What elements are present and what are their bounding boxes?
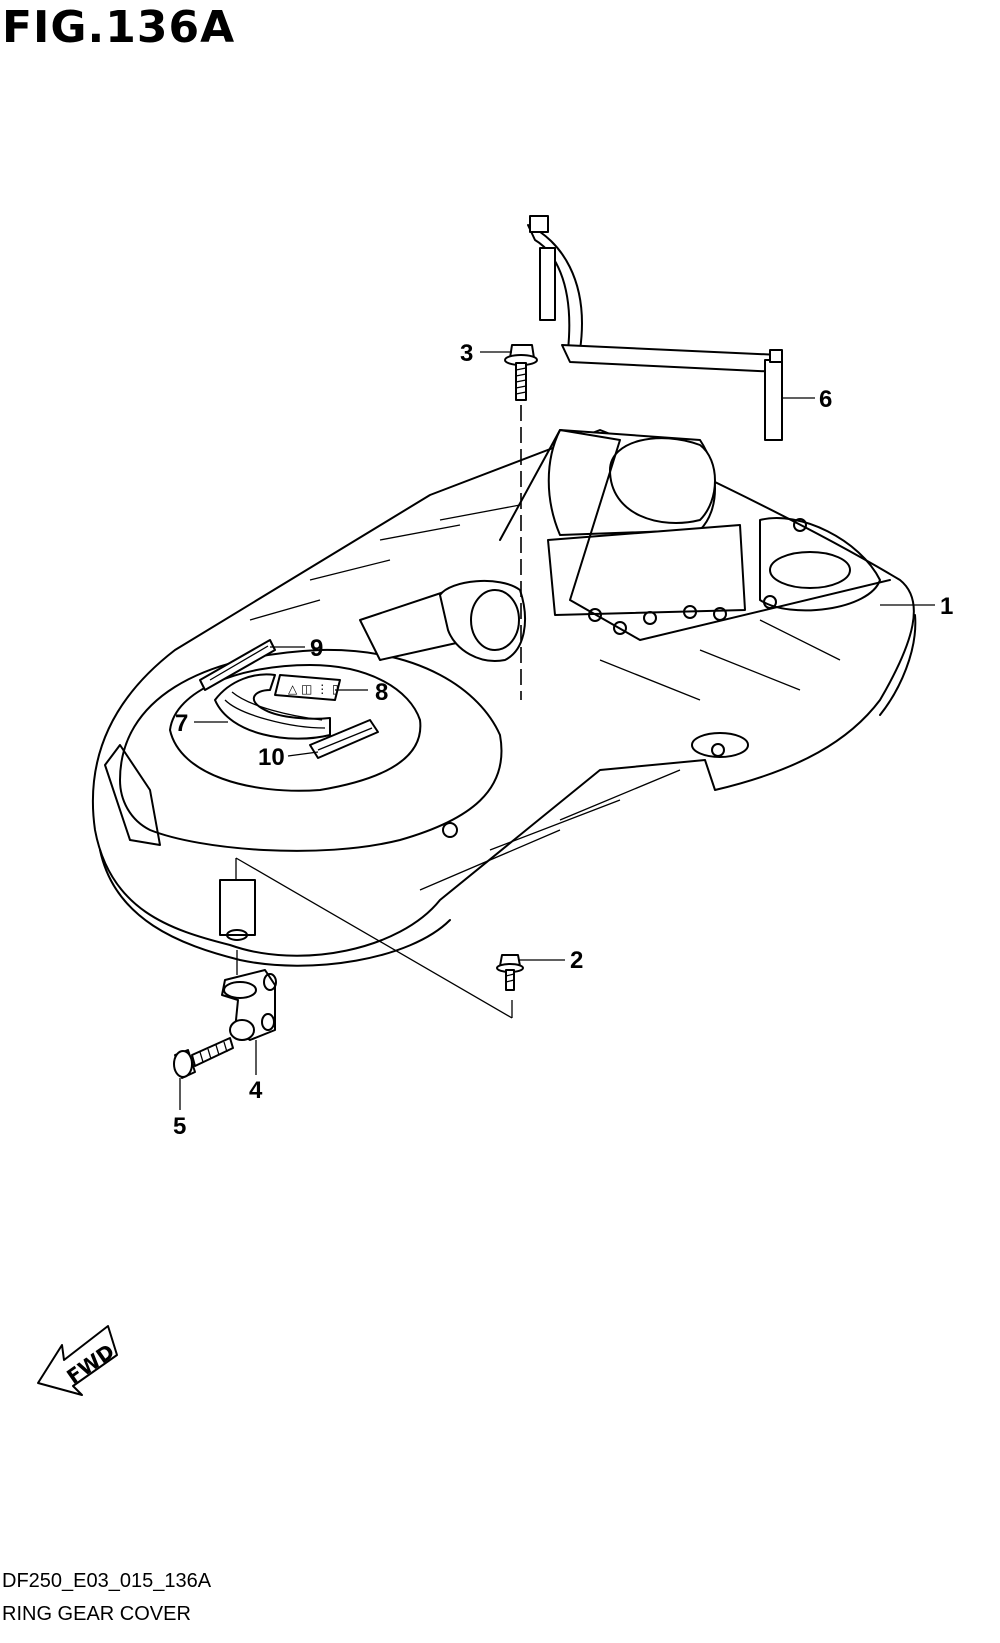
decal-7 (214, 673, 331, 740)
callout-3: 3 (460, 340, 473, 367)
mount-bracket-4 (221, 950, 277, 1041)
callout-7: 7 (175, 710, 188, 737)
leader-line-2 (235, 857, 513, 1019)
diagram-code: DF250_E03_015_136A (2, 1570, 212, 1592)
callout-8: 8 (375, 679, 388, 706)
bolt-3 (504, 344, 538, 401)
diagram-name: RING GEAR COVER (2, 1603, 191, 1625)
figure-title: FIG.136A (2, 2, 236, 53)
callout-leaders (179, 351, 935, 1110)
fwd-arrow-icon: FWD (37, 1325, 119, 1396)
decal-8: △ ◫ ⋮ ▯ (274, 674, 341, 701)
callout-5: 5 (173, 1113, 186, 1140)
callout-1: 1 (940, 593, 953, 620)
callout-4: 4 (249, 1077, 263, 1104)
callout-10: 10 (258, 744, 285, 771)
decal-9 (199, 639, 276, 691)
ring-gear-cover-part (91, 429, 917, 967)
callout-6: 6 (819, 386, 832, 413)
svg-text:△ ◫ ⋮ ▯: △ ◫ ⋮ ▯ (288, 682, 339, 696)
callout-2: 2 (570, 947, 583, 974)
screw-5 (173, 1037, 234, 1079)
bolt-2 (496, 954, 524, 991)
bracket-part (527, 215, 783, 441)
decal-10 (309, 719, 379, 759)
callout-9: 9 (310, 635, 323, 662)
